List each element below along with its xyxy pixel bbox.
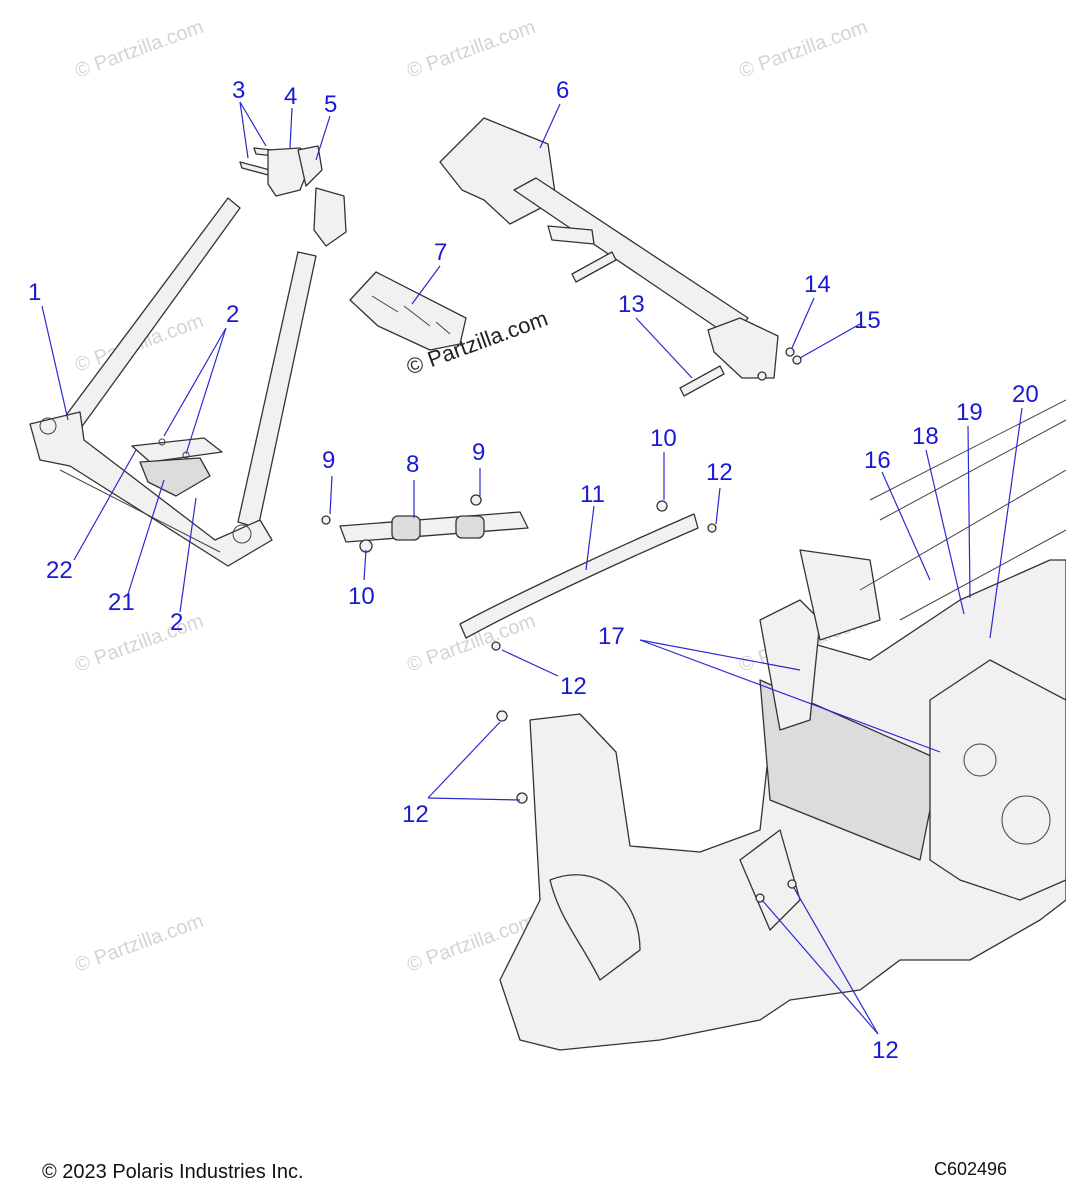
part-6-upper-frame [439,117,779,379]
callout-3: 3 [232,77,245,104]
callout-7: 7 [434,239,447,266]
diagram-code: C602496 [934,1159,1008,1179]
callout-6: 6 [556,77,569,104]
part-1-frame-brace [29,197,317,567]
callout-20: 20 [1012,381,1039,408]
part-3-4-5-clamp [239,145,347,247]
watermark: © Partzilla.com [72,910,206,977]
callout-labels: 1 2 2 3 4 5 6 7 8 9 9 10 10 11 12 12 12 … [28,77,1039,1064]
callout-10: 10 [348,583,375,610]
watermark: © Partzilla.com [736,16,870,83]
callout-13: 13 [618,291,645,318]
watermark: © Partzilla.com [72,16,206,83]
watermark: © Partzilla.com [404,16,538,83]
part-11-bar [459,500,717,651]
callout-12: 12 [560,673,587,700]
callout-22: 22 [46,557,73,584]
callout-14: 14 [804,271,831,298]
callout-21: 21 [108,589,135,616]
callout-11: 11 [580,481,605,508]
callout-19: 19 [956,399,983,426]
callout-12: 12 [402,801,429,828]
chassis-bolts [496,710,797,903]
callout-4: 4 [284,83,297,110]
watermark: © Partzilla.com [72,610,206,677]
callout-2: 2 [170,609,183,636]
callout-8: 8 [406,451,419,478]
part-7-bracket [349,271,467,351]
callout-12: 12 [706,459,733,486]
callout-12: 12 [872,1037,899,1064]
callout-9: 9 [472,439,485,466]
callout-9: 9 [322,447,335,474]
part-13-strap [679,365,725,397]
callout-16: 16 [864,447,891,474]
callout-18: 18 [912,423,939,450]
callout-17: 17 [598,623,625,650]
leader-lines [41,101,1023,1035]
callout-5: 5 [324,91,337,118]
callout-2: 2 [226,301,239,328]
part-14-15-nuts [757,347,802,381]
part-8-link [321,494,529,553]
part-21-22-plates [131,437,223,497]
callout-10: 10 [650,425,677,452]
main-chassis [499,399,1066,1051]
callout-1: 1 [28,279,41,306]
callout-15: 15 [854,307,881,334]
copyright-text: © 2023 Polaris Industries Inc. [42,1161,304,1183]
